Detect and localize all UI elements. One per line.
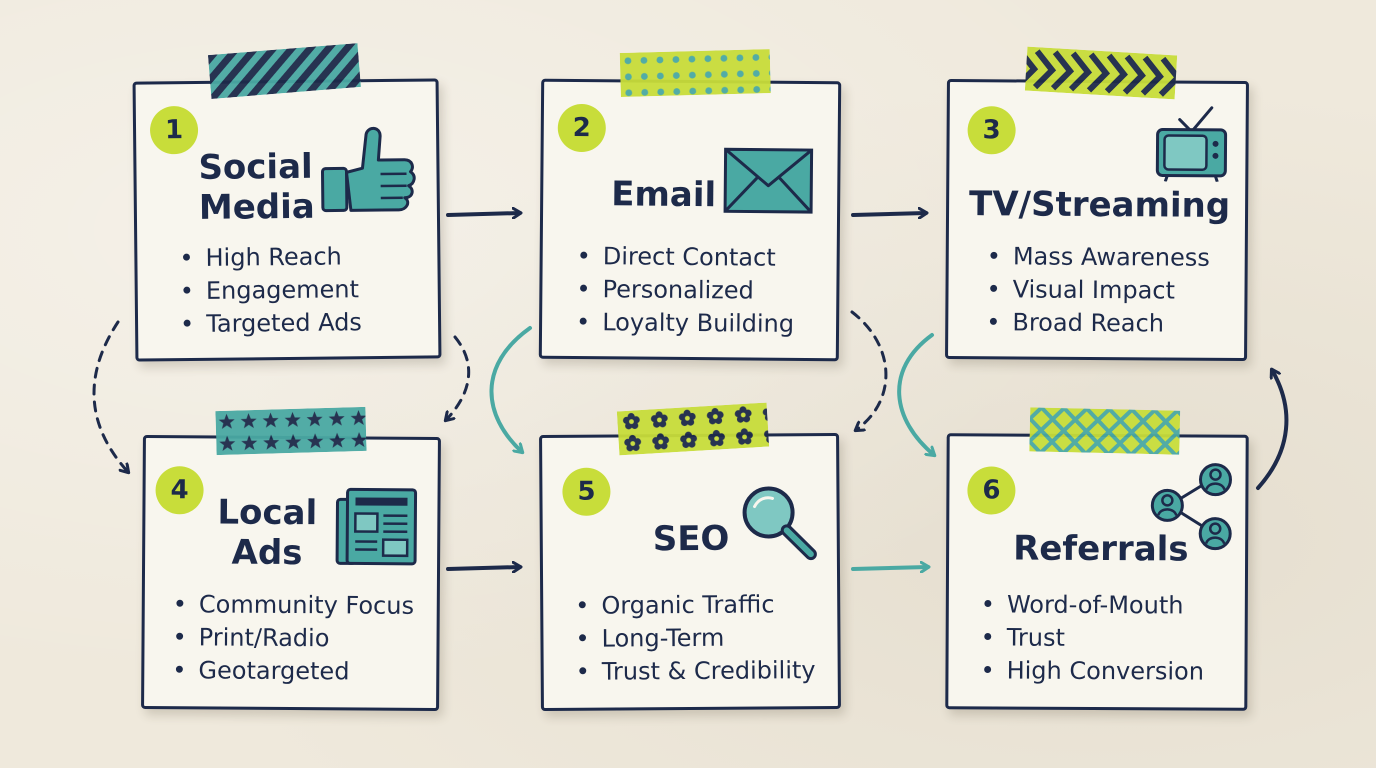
card-number-badge: 5 bbox=[562, 467, 611, 516]
arrow-3-to-6-teal bbox=[897, 333, 934, 455]
card-tv-streaming: 3 TV/Streaming Mass Awareness Visual Imp… bbox=[945, 46, 1249, 362]
card-number-badge: 1 bbox=[149, 105, 199, 155]
tape-stripes bbox=[207, 43, 361, 99]
list-item: Community Focus bbox=[173, 588, 414, 623]
card-social-media: 1 Social Media High Reach Engagement Tar… bbox=[132, 43, 442, 362]
card-email: 2 Email Direct Contact Personalized Loya… bbox=[538, 49, 842, 362]
network-people-icon bbox=[1150, 463, 1232, 551]
arrow-1-to-4-dashed bbox=[92, 320, 128, 472]
arrow-6-to-3 bbox=[1256, 370, 1289, 490]
tv-icon bbox=[1155, 106, 1228, 182]
newspaper-icon bbox=[335, 487, 418, 566]
card-bullets: Word-of-Mouth Trust High Conversion bbox=[980, 588, 1204, 688]
card-title: Social Media bbox=[198, 146, 315, 228]
magnifier-icon bbox=[742, 486, 817, 561]
arrow-1-to-2 bbox=[446, 213, 520, 215]
card-number-badge: 2 bbox=[557, 103, 607, 153]
arrow-5-to-6-teal bbox=[851, 567, 928, 569]
list-item: Engagement bbox=[180, 273, 362, 308]
list-item: Broad Reach bbox=[986, 306, 1209, 341]
card-bullets: Direct Contact Personalized Loyalty Buil… bbox=[576, 240, 795, 341]
arrow-1-to-4-dashed-b bbox=[446, 335, 471, 420]
list-item: Loyalty Building bbox=[576, 306, 794, 341]
list-item: Visual Impact bbox=[986, 273, 1209, 308]
list-item: High Conversion bbox=[980, 654, 1204, 688]
card-bullets: Organic Traffic Long-Term Trust & Credib… bbox=[575, 588, 816, 689]
card-title: SEO bbox=[652, 518, 730, 560]
arrow-4-to-5 bbox=[446, 567, 520, 569]
arrow-2-to-5-dashed bbox=[850, 310, 888, 430]
tape-plaid bbox=[1029, 407, 1181, 455]
card-number-badge: 6 bbox=[967, 466, 1016, 515]
card-bullets: High Reach Engagement Targeted Ads bbox=[179, 240, 362, 341]
list-item: Direct Contact bbox=[577, 240, 795, 275]
list-item: Mass Awareness bbox=[987, 240, 1210, 275]
envelope-icon bbox=[723, 147, 814, 214]
card-title: Local Ads bbox=[217, 492, 318, 574]
card-bullets: Community Focus Print/Radio Geotargeted bbox=[172, 588, 414, 689]
list-item: Word-of-Mouth bbox=[981, 588, 1205, 622]
list-item: Trust & Credibility bbox=[576, 654, 816, 689]
card-title: Email bbox=[611, 174, 717, 216]
tape-polka-dots bbox=[619, 49, 771, 97]
card-seo: 5 SEO Organic Traffic Long-Term Trust & … bbox=[539, 402, 841, 712]
card-local-ads: 4 Local Ads Community Focus Print/Radio … bbox=[141, 406, 441, 712]
list-item: High Reach bbox=[179, 240, 361, 275]
list-item: Long-Term bbox=[575, 621, 815, 656]
list-item: Geotargeted bbox=[172, 654, 413, 689]
card-referrals: 6 Referrals Word-of-Mouth Trust High Con… bbox=[945, 407, 1249, 711]
tape-flowers bbox=[616, 402, 770, 456]
card-title: TV/Streaming bbox=[968, 184, 1231, 226]
list-item: Personalized bbox=[576, 273, 794, 308]
arrow-2-to-5-teal bbox=[489, 326, 532, 452]
thumbs-up-icon bbox=[320, 126, 416, 213]
card-number-badge: 4 bbox=[155, 466, 204, 515]
list-item: Print/Radio bbox=[172, 621, 413, 656]
list-item: Organic Traffic bbox=[575, 588, 815, 623]
tape-stars bbox=[215, 406, 367, 456]
arrow-2-to-3 bbox=[851, 213, 926, 215]
list-item: Targeted Ads bbox=[180, 306, 362, 341]
card-number-badge: 3 bbox=[967, 106, 1016, 155]
tape-chevrons bbox=[1024, 46, 1178, 100]
card-bullets: Mass Awareness Visual Impact Broad Reach bbox=[986, 240, 1210, 341]
list-item: Trust bbox=[981, 621, 1205, 655]
